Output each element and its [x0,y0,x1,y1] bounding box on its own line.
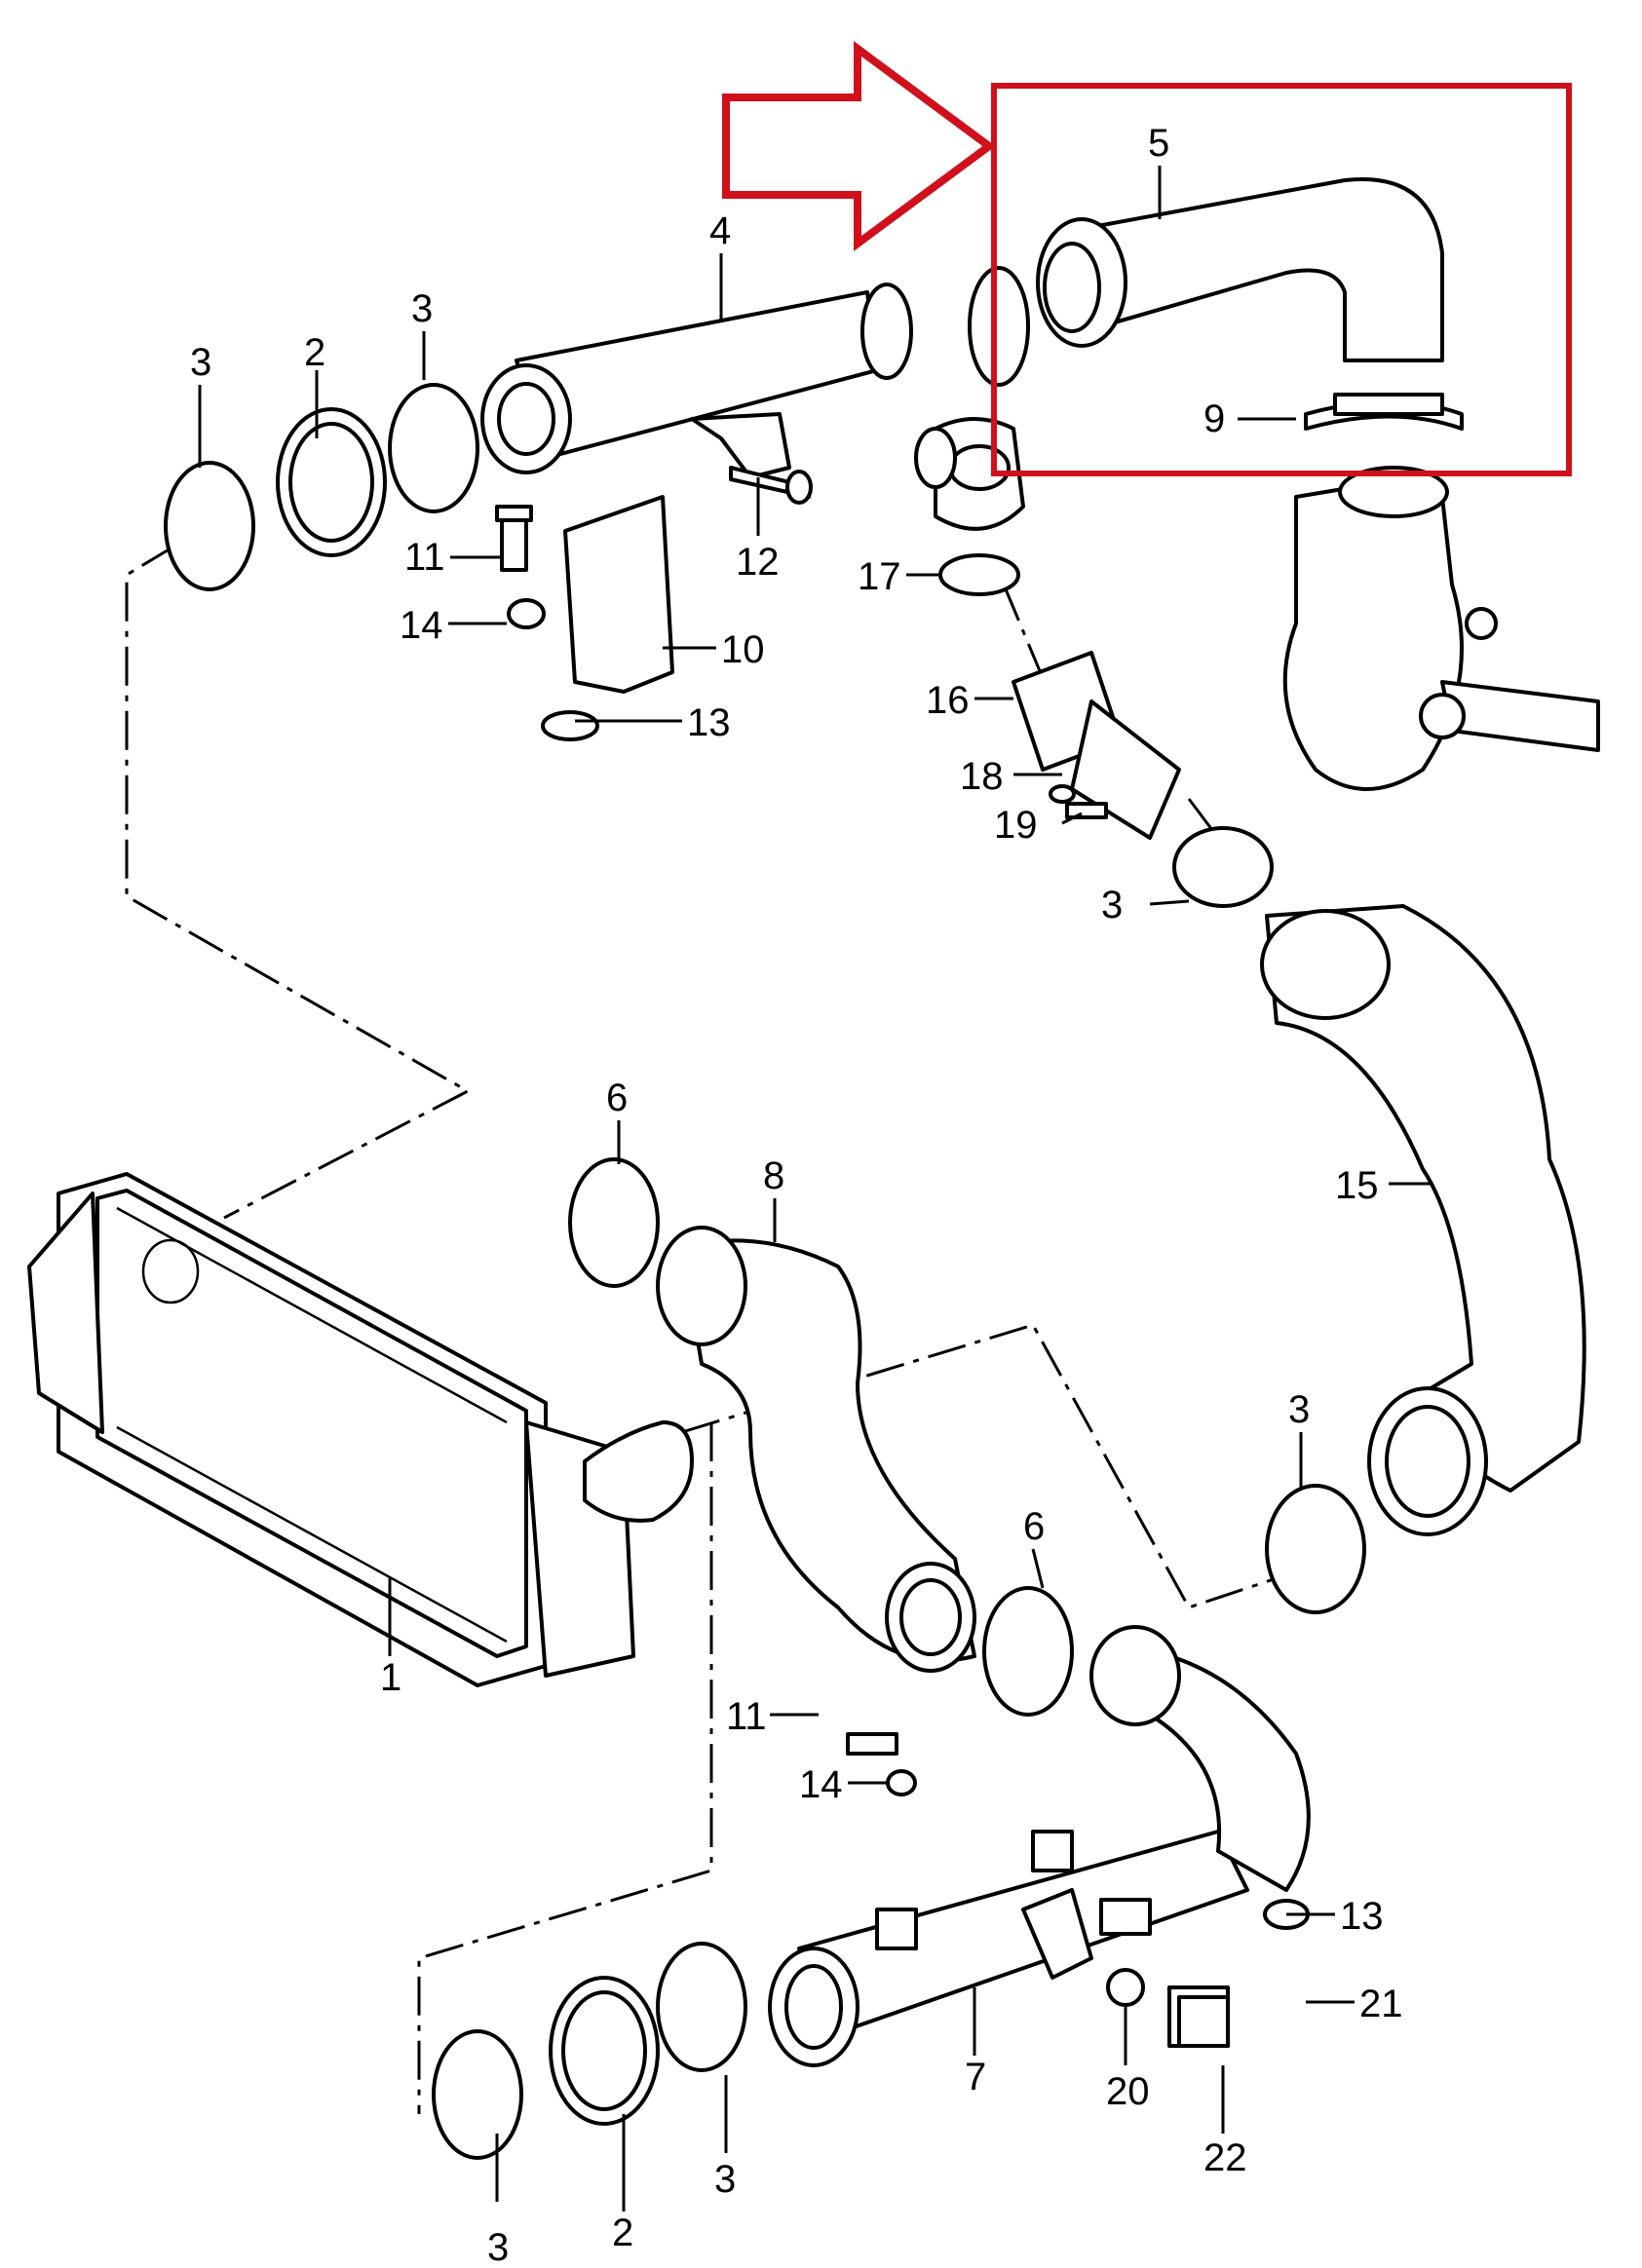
callout-3a: 3 [190,341,211,384]
callout-6b: 6 [1023,1505,1045,1548]
callout-6a: 6 [606,1077,628,1119]
callout-18: 18 [960,755,1004,798]
callout-3f: 3 [714,2158,736,2201]
callout-5: 5 [1148,122,1169,165]
callout-4: 4 [709,209,731,252]
callout-3b: 3 [411,287,433,330]
callout-7: 7 [965,2056,986,2098]
hose-15 [1260,904,1586,1536]
callout-2b: 2 [612,2211,633,2254]
callout-20: 20 [1106,2070,1150,2113]
callout-8: 8 [763,1154,784,1197]
flange-16 [914,417,1181,840]
bracket-10 [495,466,1310,2048]
callout-3e: 3 [487,2226,509,2268]
callout-1: 1 [380,1656,401,1699]
callout-21: 21 [1359,1983,1403,2025]
highlight-box [991,83,1572,476]
pressure-pipe [480,283,913,479]
clamps [164,383,1366,2160]
callout-9: 9 [1203,397,1225,440]
callout-13b: 13 [1340,1895,1384,1938]
callout-11a: 11 [404,536,445,579]
callout-16: 16 [926,679,970,722]
callout-14b: 14 [799,1763,843,1806]
hose-8 [656,1226,976,1673]
callout-2a: 2 [304,331,325,374]
callout-12: 12 [736,541,780,584]
highlight-overlay [722,41,1572,476]
intercooler [27,1172,694,1687]
callout-19: 19 [994,804,1038,847]
highlight-arrow [722,41,996,251]
clamps-6 [568,266,1074,1717]
callout-13a: 13 [687,701,731,744]
turbocharger [1282,466,1600,791]
callout-10: 10 [721,628,765,671]
callout-11b: 11 [726,1695,767,1738]
callout-labels: 1 2 2 3 3 3 3 3 3 4 5 6 6 7 8 9 10 11 11… [190,122,1403,2268]
callout-3c: 3 [1101,884,1123,926]
callout-3d: 3 [1288,1388,1310,1431]
callout-17: 17 [858,555,901,598]
callout-15: 15 [1335,1164,1379,1207]
callout-14a: 14 [400,604,443,647]
clamp-9 [1304,393,1464,431]
leader-lines [198,166,1432,2211]
callout-22: 22 [1203,2136,1247,2179]
hose-5 [1036,177,1444,362]
